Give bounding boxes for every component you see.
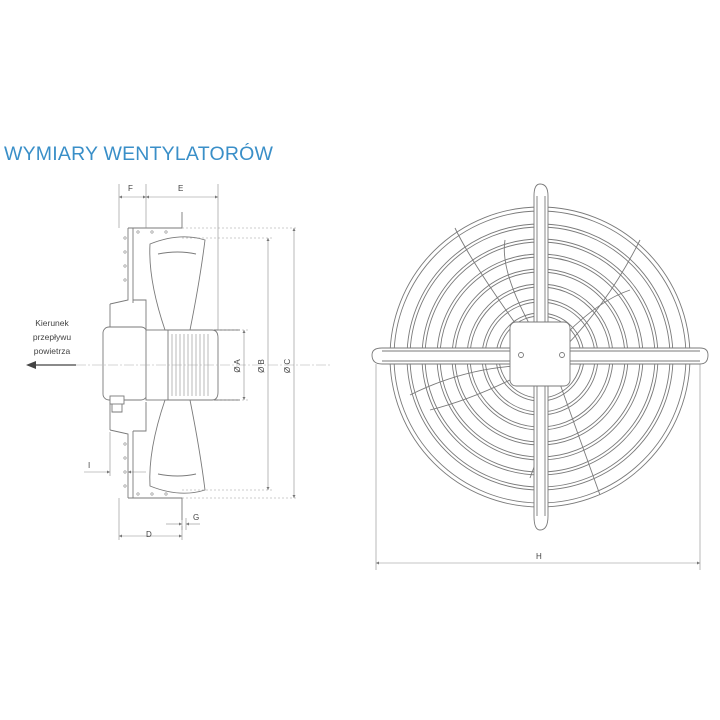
fan-blades-side [149, 236, 206, 494]
side-view: Kierunek przepływu powietrza [26, 184, 330, 540]
dim-label-f: F [128, 184, 133, 193]
dimension-h [375, 364, 701, 570]
screw-icon [518, 352, 524, 358]
dim-label-h: H [536, 552, 542, 561]
dim-label-e: E [178, 184, 183, 193]
dim-label-g: G [193, 513, 199, 522]
dim-label-a: Ø A [233, 359, 242, 373]
airflow-label-line-2: przepływu [33, 332, 72, 342]
housing-profile [109, 212, 183, 520]
front-view: H [371, 183, 709, 570]
dim-label-c: Ø C [283, 359, 292, 373]
mounting-holes [123, 230, 168, 496]
dim-label-i: I [88, 461, 90, 470]
dimension-lines [84, 184, 298, 540]
airflow-direction: Kierunek przepływu powietrza [26, 318, 76, 369]
dim-label-b: Ø B [257, 359, 266, 373]
airflow-label-line-3: powietrza [34, 346, 71, 356]
terminal-box [509, 321, 571, 387]
airflow-label-line-1: Kierunek [35, 318, 69, 328]
page-title: WYMIARY WENTYLATORÓW [4, 143, 274, 165]
dim-label-d: D [146, 530, 152, 539]
screw-icon [559, 352, 565, 358]
motor-body [102, 326, 240, 413]
airflow-arrow-icon [26, 361, 36, 369]
